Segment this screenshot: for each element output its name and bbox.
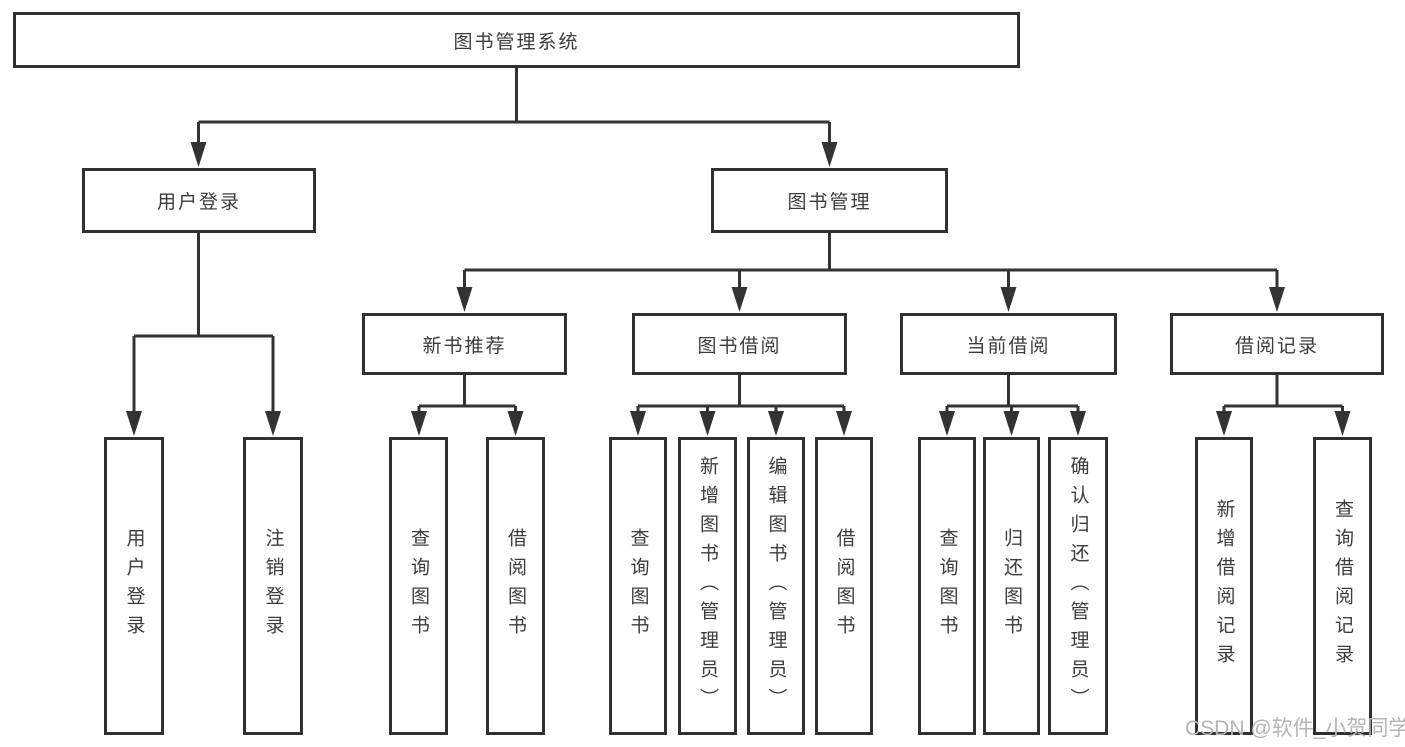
leaf-label: 用户登录 <box>123 528 145 644</box>
leaf-label: 查询图书 <box>627 528 649 644</box>
leaf-query-books-borrowing: 查询图书 <box>609 437 667 735</box>
node-book-management: 图书管理 <box>711 168 948 233</box>
leaf-query-borrow-record: 查询借阅记录 <box>1313 437 1372 735</box>
leaf-query-books-current: 查询图书 <box>918 437 976 735</box>
leaf-label: 注销登录 <box>262 528 284 644</box>
leaf-label: 确认归还（管理员） <box>1067 455 1089 717</box>
node-label: 当前借阅 <box>966 335 1051 357</box>
leaf-label: 借阅图书 <box>505 528 526 644</box>
leaf-borrow-books-recommend: 借阅图书 <box>486 437 545 735</box>
leaf-label: 新增图书（管理员） <box>697 455 718 717</box>
node-borrowing-records: 借阅记录 <box>1170 313 1384 375</box>
arrowheads <box>126 142 1351 436</box>
leaf-add-book-admin: 新增图书（管理员） <box>678 437 737 735</box>
node-label: 借阅记录 <box>1234 335 1319 357</box>
leaf-return-books: 归还图书 <box>983 437 1040 735</box>
node-new-book-recommendation: 新书推荐 <box>362 313 567 375</box>
leaf-query-books-recommend: 查询图书 <box>389 437 448 735</box>
node-book-borrowing: 图书借阅 <box>632 313 847 375</box>
leaf-edit-book-admin: 编辑图书（管理员） <box>747 437 805 735</box>
node-user-login: 用户登录 <box>82 168 316 233</box>
node-label: 用户登录 <box>156 192 241 213</box>
leaf-add-borrow-record: 新增借阅记录 <box>1195 437 1253 735</box>
leaf-logout: 注销登录 <box>243 437 303 735</box>
leaf-label: 查询图书 <box>408 528 429 644</box>
csdn-watermark: CSDN @软件_小贺同学 <box>1185 717 1405 740</box>
leaf-confirm-return-admin: 确认归还（管理员） <box>1048 437 1108 735</box>
node-label: 图书管理 <box>787 192 872 213</box>
leaf-label: 编辑图书（管理员） <box>765 455 787 717</box>
node-current-borrowing: 当前借阅 <box>900 313 1117 375</box>
leaf-label: 新增借阅记录 <box>1213 499 1235 673</box>
leaf-label: 借阅图书 <box>833 528 855 644</box>
node-label: 图书管理系统 <box>453 31 580 53</box>
leaf-borrow-books: 借阅图书 <box>815 437 873 735</box>
leaf-label: 查询借阅记录 <box>1332 499 1353 673</box>
node-label: 新书推荐 <box>422 335 507 357</box>
leaf-label: 查询图书 <box>936 528 958 644</box>
leaf-label: 归还图书 <box>1001 528 1022 644</box>
node-library-management-system: 图书管理系统 <box>13 12 1020 68</box>
leaf-user-login: 用户登录 <box>104 437 164 735</box>
node-label: 图书借阅 <box>697 335 782 357</box>
